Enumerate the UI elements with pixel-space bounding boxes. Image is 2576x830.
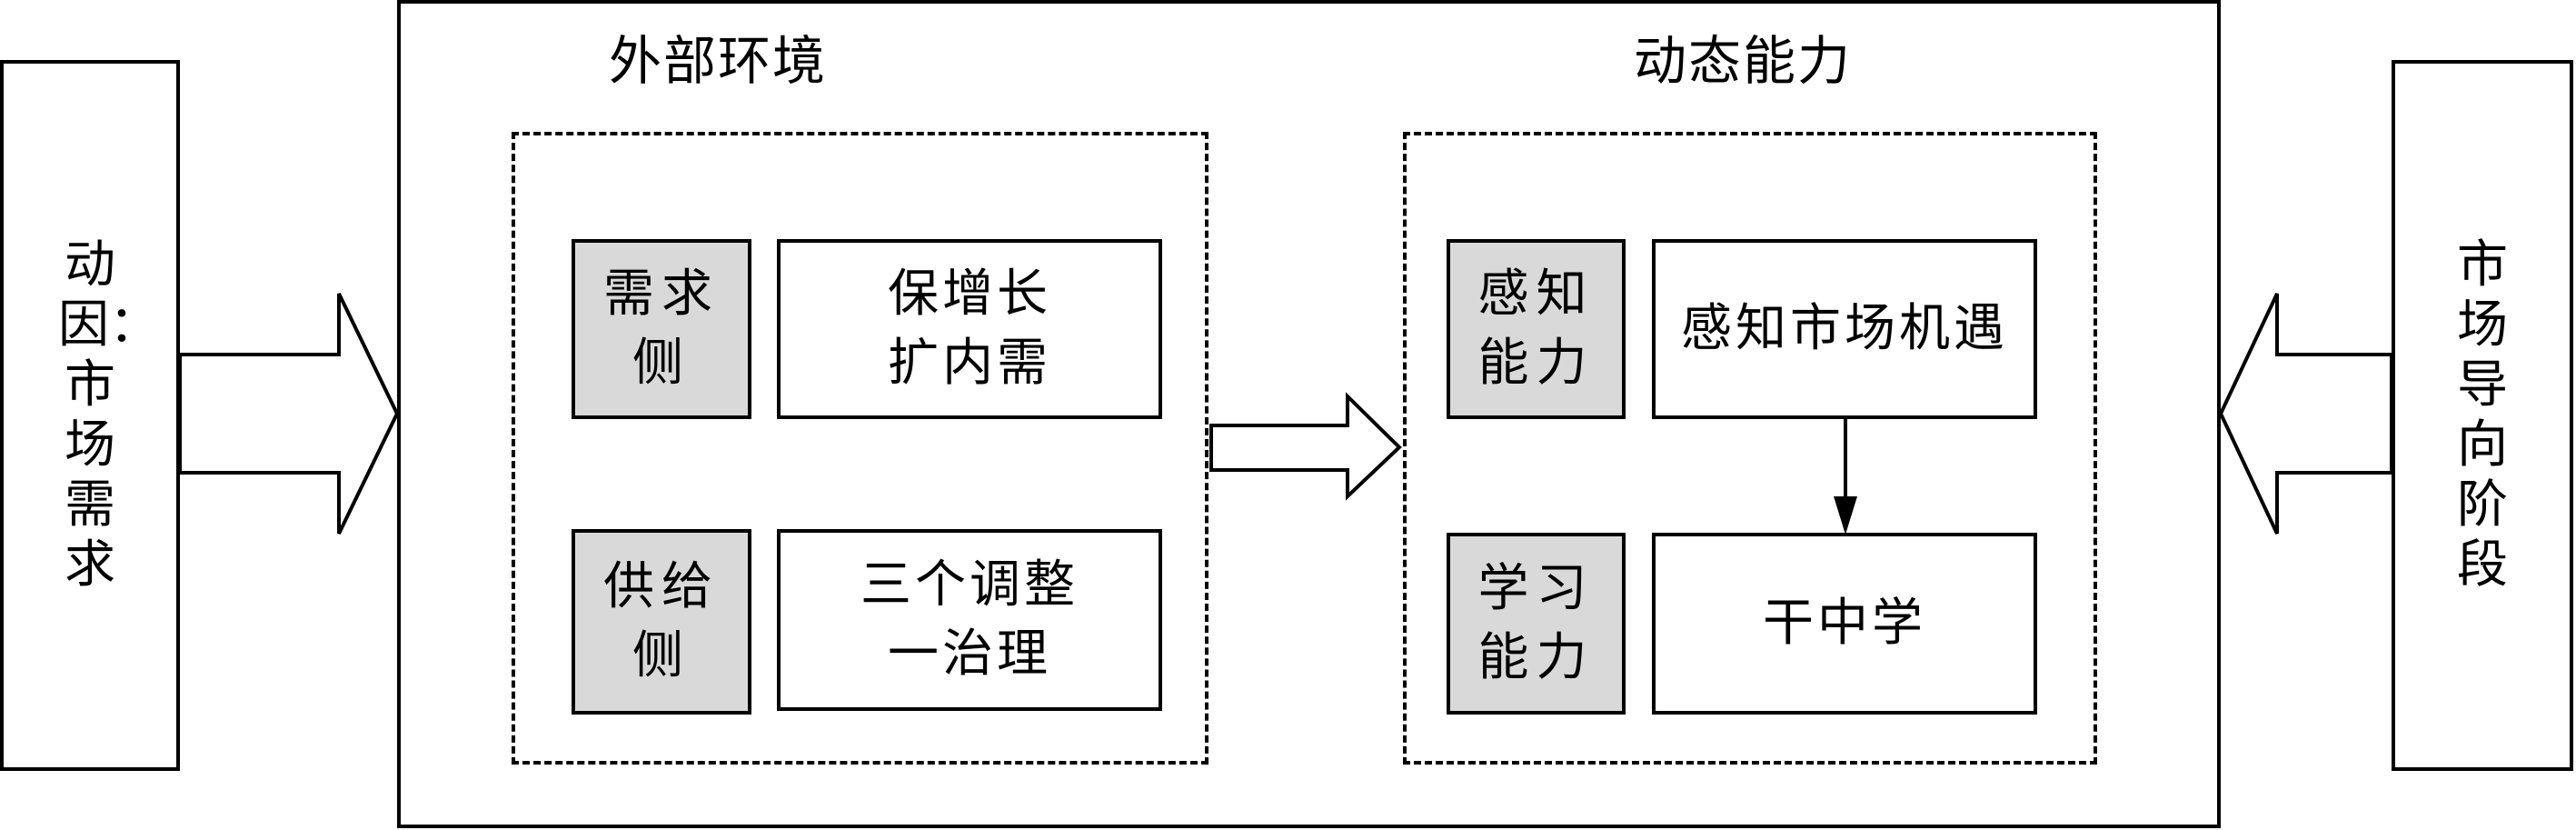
right-input-arrow	[2218, 293, 2393, 535]
supply-side-label: 供给侧	[603, 557, 720, 685]
env-title: 外部环境	[608, 30, 827, 92]
left-input-arrow	[178, 293, 400, 535]
demand-content-line-1: 保增长	[888, 265, 1051, 324]
demand-side-content-box: 保增长 扩内需	[777, 239, 1162, 419]
perception-label: 感知能力	[1477, 265, 1595, 393]
env-dashed-group	[512, 132, 1208, 765]
supply-side-content-box: 三个调整 一治理	[777, 529, 1162, 711]
learning-content: 干中学	[1763, 589, 1926, 658]
supply-content-line-2: 一治理	[888, 625, 1051, 684]
middle-arrow	[1209, 392, 1402, 501]
capability-dashed-group	[1403, 132, 2097, 765]
stage-text: 市场导向阶段	[2457, 235, 2508, 595]
supply-side-label-box: 供给侧	[572, 529, 751, 715]
demand-side-label: 需求侧	[603, 265, 720, 393]
learning-content-box: 干中学	[1652, 533, 2037, 715]
learning-label: 学习能力	[1477, 559, 1595, 687]
perception-content-line-1: 感知市场机遇	[1681, 299, 2008, 358]
capability-title: 动态能力	[1633, 30, 1852, 92]
demand-side-label-box: 需求侧	[572, 239, 751, 419]
demand-content-line-2: 扩内需	[888, 334, 1051, 393]
stage-box: 市场导向阶段	[2392, 60, 2573, 771]
learning-label-box: 学习能力	[1447, 533, 1626, 715]
perception-label-box: 感知能力	[1447, 239, 1626, 419]
learning-content-line-1: 干中学	[1763, 594, 1926, 653]
supply-content-line-1: 三个调整	[860, 555, 1079, 615]
perception-content: 感知市场机遇	[1681, 295, 2008, 364]
driver-box: 动因：市场需求	[0, 60, 180, 771]
perception-to-learning-arrowhead	[1834, 496, 1857, 535]
supply-side-content: 三个调整 一治理	[860, 551, 1079, 689]
demand-side-content: 保增长 扩内需	[888, 260, 1051, 398]
perception-content-box: 感知市场机遇	[1652, 239, 2037, 419]
